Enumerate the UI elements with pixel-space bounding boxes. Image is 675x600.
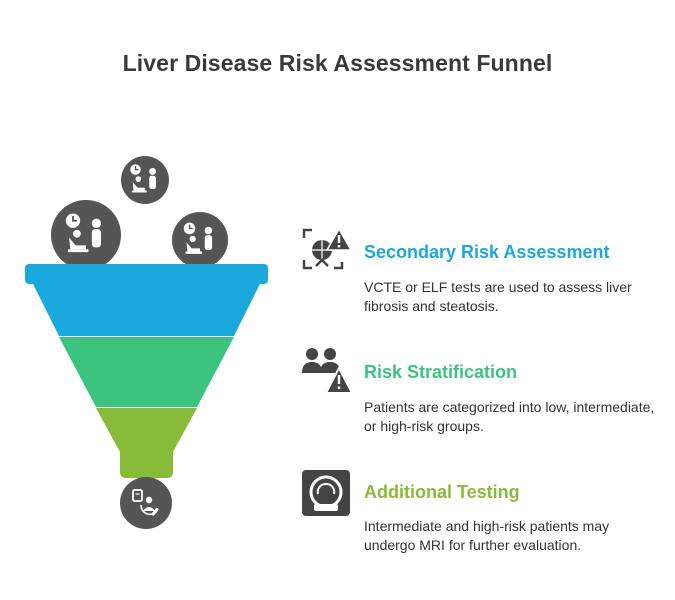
funnel-stage-1 (25, 264, 268, 336)
stage-description-risk-stratification: Patients are categorized into low, inter… (364, 399, 655, 434)
input-patient-circle-right (172, 212, 228, 268)
patients-warning-icon (302, 348, 353, 394)
stage-heading-risk-stratification: Risk Stratification (364, 362, 518, 382)
patient-assessment-icon (132, 489, 159, 516)
funnel-stage-3 (96, 408, 197, 478)
stage-heading-additional-testing: Additional Testing (364, 482, 520, 502)
input-patient-circle-left (51, 200, 121, 270)
stage-description-secondary-risk-assessment: VCTE or ELF tests are used to assess liv… (364, 279, 632, 314)
output-assessment-circle (120, 477, 172, 529)
input-patient-circle-top (121, 156, 169, 204)
funnel-stage-2 (59, 337, 234, 407)
stage-description-additional-testing: Intermediate and high-risk patients may … (364, 518, 610, 553)
page-title: Liver Disease Risk Assessment Funnel (122, 50, 553, 76)
mri-scanner-icon (302, 470, 350, 516)
scan-warning-icon (302, 228, 352, 270)
stage-heading-secondary-risk-assessment: Secondary Risk Assessment (364, 242, 610, 262)
